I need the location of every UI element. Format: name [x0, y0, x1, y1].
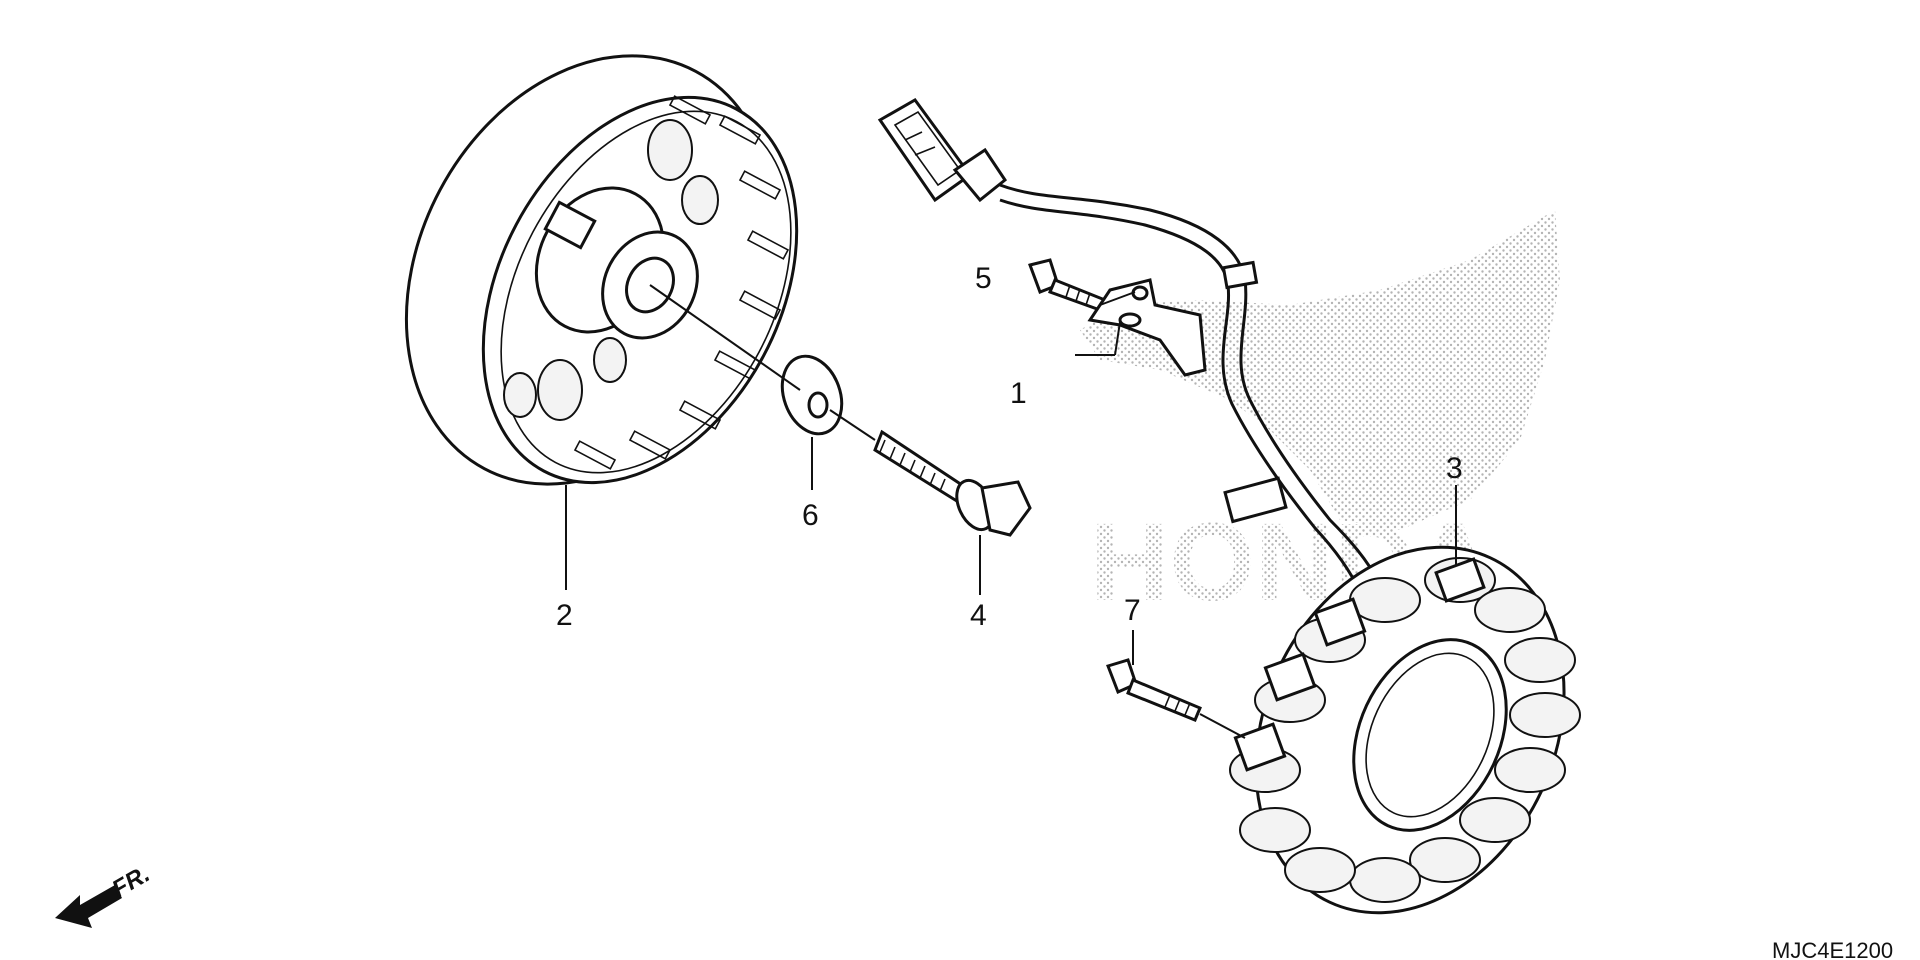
washer	[780, 354, 844, 436]
callout-4: 4	[970, 599, 987, 632]
bracket	[1087, 278, 1207, 377]
stator-bolt	[1106, 658, 1202, 722]
bracket-bolt	[1028, 258, 1108, 312]
flywheel	[404, 54, 799, 486]
callout-5: 5	[975, 262, 992, 295]
callout-7: 7	[1124, 594, 1141, 627]
callout-2: 2	[556, 599, 573, 632]
leader-lines	[565, 284, 1457, 739]
honda-wing-watermark: HONDA	[1080, 210, 1560, 624]
front-arrow-icon	[55, 885, 122, 928]
flange-bolt	[873, 429, 1032, 537]
wire-harness	[877, 98, 1394, 666]
leader-shaft-to-washer	[649, 284, 801, 391]
front-direction-indicator: FR.	[55, 860, 154, 928]
leader-washer-to-bolt	[829, 409, 876, 441]
stator	[1229, 545, 1581, 915]
callout-3: 3	[1446, 452, 1463, 485]
callout-1: 1	[1010, 377, 1027, 410]
callout-6: 6	[802, 499, 819, 532]
reference-code: MJC4E1200	[1772, 938, 1893, 960]
